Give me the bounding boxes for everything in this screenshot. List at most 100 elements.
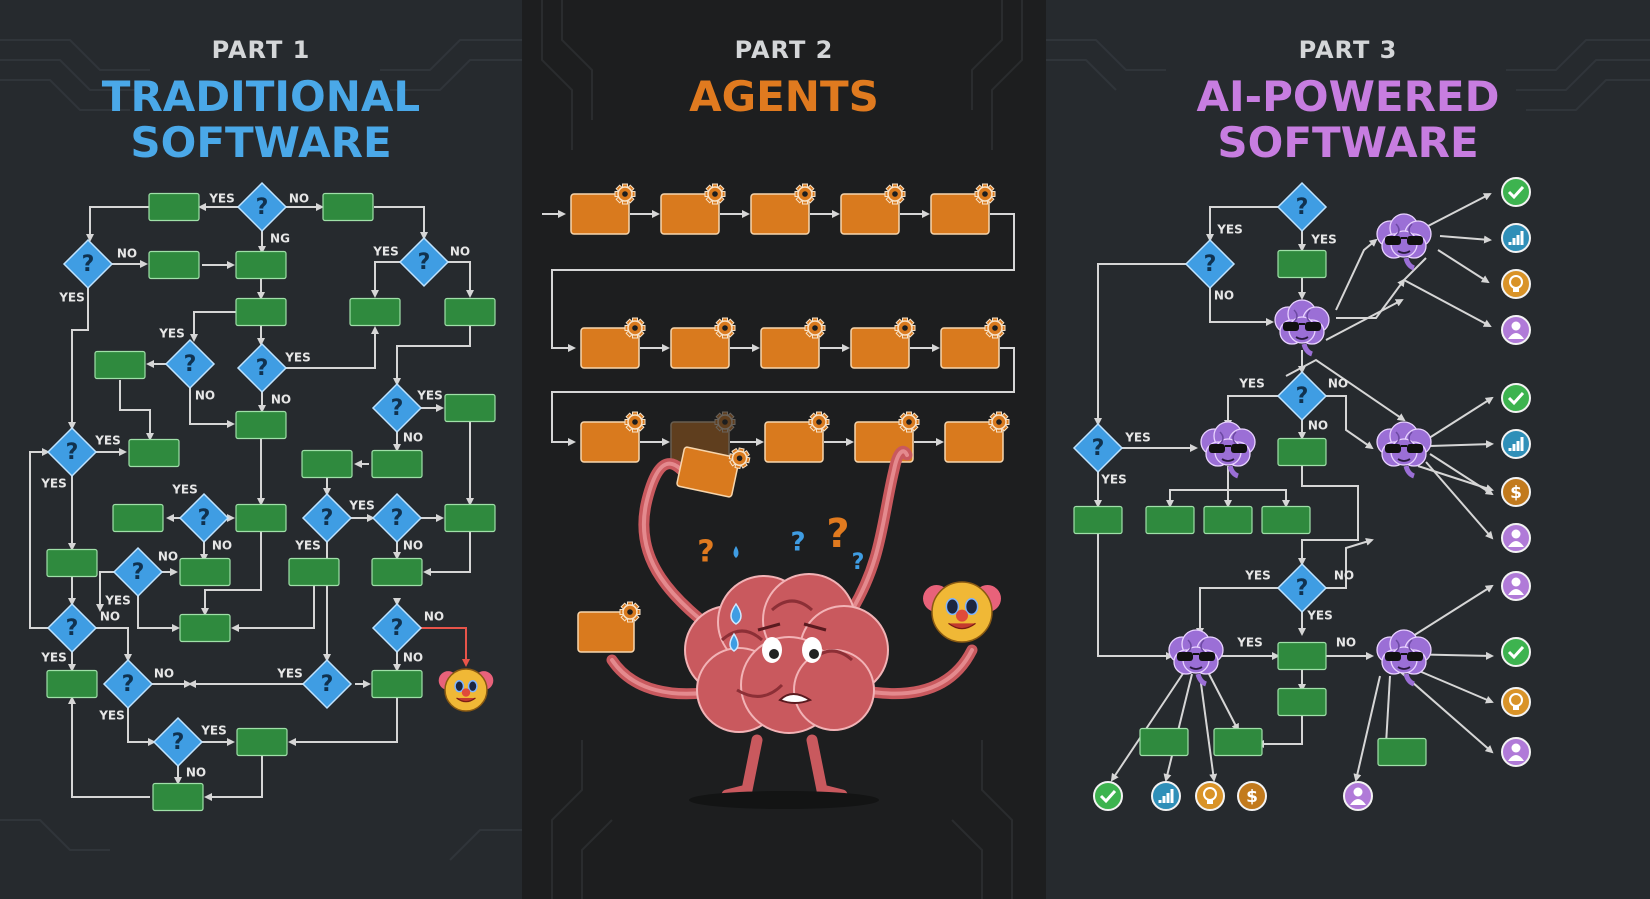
part-label: PART 2	[734, 36, 834, 64]
agent-task-box	[570, 183, 636, 235]
agent-task-box	[930, 183, 996, 235]
brain-leg	[806, 734, 848, 801]
flow-arrow	[551, 347, 1015, 446]
gear-icon	[614, 183, 636, 205]
clown-icon	[923, 581, 1001, 643]
gear-tooth	[728, 419, 736, 425]
flow-arrow	[1326, 395, 1374, 450]
branch-label: YES	[171, 483, 198, 497]
circuit-background	[541, 0, 1023, 899]
lens-right	[1231, 444, 1247, 453]
decision-node: ?	[301, 658, 353, 710]
gear-hole	[722, 325, 728, 331]
lens-right	[1199, 652, 1215, 661]
gear-hole	[812, 325, 818, 331]
flow-arrow	[119, 380, 154, 441]
agent-task-box	[660, 183, 726, 235]
sunglasses-icon	[1209, 444, 1247, 453]
task-box	[850, 327, 910, 369]
branch-label: NO	[1336, 636, 1356, 650]
brain-icon	[1376, 421, 1432, 479]
flow-arrow	[1425, 396, 1494, 441]
flow-arrow	[1382, 675, 1391, 746]
flow-arrow	[1429, 440, 1494, 449]
process-box	[1277, 641, 1327, 671]
dollar-sign: $	[1510, 483, 1522, 503]
question-diamond-icon	[178, 492, 230, 544]
decision-node: ?	[398, 236, 450, 288]
decision-node: ?	[46, 426, 98, 478]
question-diamond-icon	[112, 546, 164, 598]
lightbulb-icon	[1195, 781, 1225, 811]
part-label: PART 1	[211, 36, 311, 64]
question-diamond-icon	[1072, 422, 1124, 474]
task-box	[580, 327, 640, 369]
sunglasses-icon	[1283, 322, 1321, 331]
question-mark: ?	[1296, 195, 1309, 220]
process-box	[152, 782, 204, 812]
clown-eye	[454, 680, 465, 693]
flow-arrow	[1427, 193, 1492, 227]
gear-hole	[627, 609, 633, 615]
process-box	[235, 297, 287, 327]
branch-label: NO	[1334, 569, 1354, 583]
chart-bar	[1162, 796, 1166, 803]
decision-node: ?	[1276, 370, 1328, 422]
agent-task-box	[764, 411, 830, 463]
person-body	[1508, 541, 1524, 547]
brain-arm-highlight	[641, 461, 729, 642]
check-icon	[1093, 781, 1123, 811]
chart-bar	[1158, 800, 1162, 803]
gear-icon	[974, 183, 996, 205]
chart-bar	[1516, 235, 1520, 245]
decision-node: ?	[46, 602, 98, 654]
branch-label: NO	[100, 610, 120, 624]
person-head	[1511, 321, 1521, 331]
flow-arrow	[1209, 288, 1274, 326]
brain-arm-highlight	[850, 449, 909, 612]
check-mark	[1099, 789, 1117, 804]
branch-label: YES	[1244, 569, 1271, 583]
branch-label: NO	[1328, 377, 1348, 391]
question-diamond-icon	[398, 236, 450, 288]
flow-arrow	[201, 532, 262, 616]
chart-bar	[1170, 789, 1174, 803]
gear-icon	[704, 183, 726, 205]
branch-label: YES	[208, 192, 235, 206]
check-icon	[1501, 383, 1531, 413]
chart-bar	[1508, 448, 1512, 451]
chart-icon	[1151, 781, 1181, 811]
clown-nose	[461, 688, 471, 697]
process-box	[148, 192, 200, 222]
circuit-background	[1046, 39, 1650, 111]
flow-arrow	[1326, 537, 1374, 589]
panel-title: AGENTS	[522, 74, 1046, 120]
question-mark: ?	[256, 356, 269, 381]
gear-tooth	[715, 422, 725, 432]
person-body	[1350, 799, 1366, 805]
chart-icon	[1501, 429, 1531, 459]
question-mark: ?	[391, 396, 404, 421]
branch-label: NO	[289, 192, 309, 206]
icon-circle	[1501, 177, 1531, 207]
decision-node: ?	[112, 546, 164, 598]
branch-label: NO	[186, 766, 206, 780]
eyebrows	[757, 622, 827, 632]
branch-label: NO	[212, 539, 232, 553]
question-mark: ?	[391, 506, 404, 531]
task-box	[944, 421, 1004, 463]
process-box	[179, 557, 231, 587]
decision-node: ?	[1072, 422, 1124, 474]
icon-circle	[1501, 223, 1531, 253]
process-box	[1145, 505, 1195, 535]
question-mark: ?	[321, 506, 334, 531]
flow-arrow	[68, 288, 89, 430]
question-mark: ?	[1204, 252, 1217, 277]
smile	[1397, 250, 1411, 254]
branch-label: NG	[270, 232, 290, 246]
gear-icon	[794, 183, 816, 205]
title-line: SOFTWARE	[130, 118, 392, 167]
flow-arrow	[423, 532, 471, 576]
panel-agents: PART 2 AGENTS ????	[522, 0, 1046, 899]
